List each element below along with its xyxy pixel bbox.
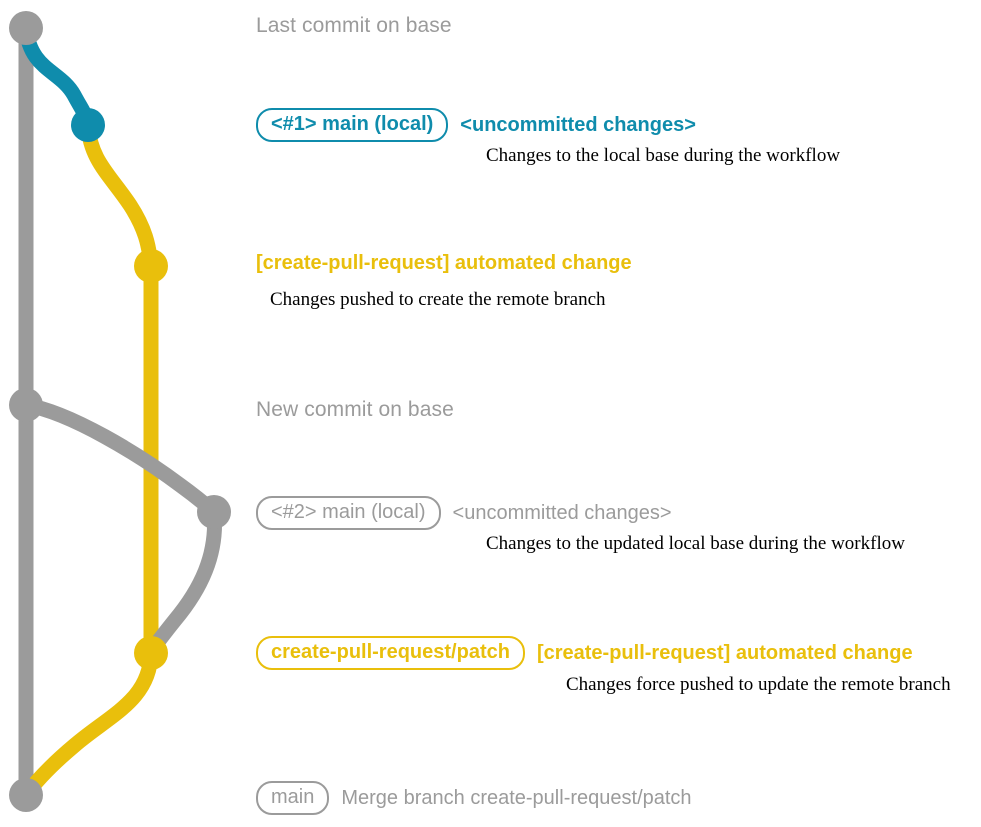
- row-new-commit-on-base: New commit on base: [256, 398, 454, 422]
- patch-force-node: [134, 636, 168, 670]
- amber-merge-line: [18, 645, 159, 803]
- commit-message-automated-change-2: [create-pull-request] automated change: [536, 641, 913, 664]
- row-last-commit-on-base: Last commit on base: [256, 14, 452, 38]
- heading-new-commit-on-base: New commit on base: [256, 398, 454, 421]
- subtext-automated-change-2: Changes force pushed to update the remot…: [566, 674, 951, 695]
- commit-message-merge: Merge branch create-pull-request/patch: [341, 786, 692, 809]
- row-automated-change-1: [create-pull-request] automated change: [256, 252, 632, 275]
- branch-badge-local-main-2[interactable]: <#2> main (local): [256, 496, 441, 530]
- merge-node: [9, 778, 43, 812]
- row-local-main-2: <#2> main (local) <uncommitted changes>: [256, 496, 672, 530]
- local-change-node: [71, 108, 105, 142]
- row-merge-commit: main Merge branch create-pull-request/pa…: [256, 781, 692, 815]
- local-update-node: [197, 495, 231, 529]
- row-local-main-1: <#1> main (local) <uncommitted changes>: [256, 108, 696, 142]
- subtext-local-main-2: Changes to the updated local base during…: [486, 533, 905, 554]
- patch-commit-node: [134, 249, 168, 283]
- branch-badge-local-main-1[interactable]: <#1> main (local): [256, 108, 449, 142]
- new-base-node: [9, 388, 43, 422]
- commit-message-automated-change-1: [create-pull-request] automated change: [256, 252, 632, 274]
- heading-last-commit-on-base: Last commit on base: [256, 14, 452, 37]
- commit-message-local-main-1: <uncommitted changes>: [460, 113, 696, 136]
- subtext-automated-change-1: Changes pushed to create the remote bran…: [270, 289, 606, 310]
- branch-badge-main[interactable]: main: [256, 781, 330, 815]
- amber-branch-line-upper: [80, 117, 159, 274]
- subtext-local-main-1: Changes to the local base during the wor…: [486, 145, 841, 166]
- commit-message-local-main-2: <uncommitted changes>: [452, 501, 672, 524]
- branch-badge-create-pull-request-patch[interactable]: create-pull-request/patch: [256, 636, 525, 670]
- row-automated-change-2: create-pull-request/patch [create-pull-r…: [256, 636, 913, 670]
- base-head-node: [9, 11, 43, 45]
